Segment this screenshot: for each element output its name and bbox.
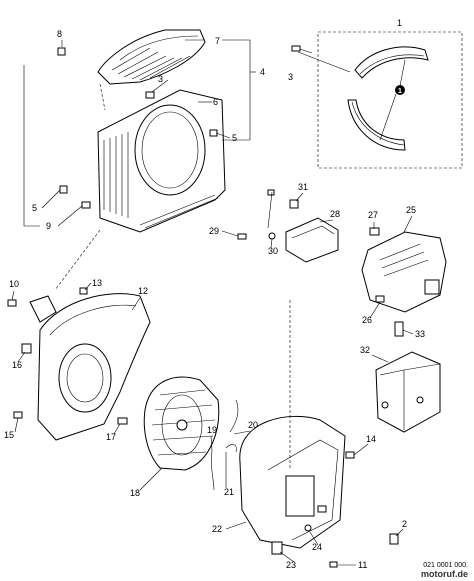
- callout-9: 9: [46, 221, 51, 231]
- leader-lines: [11, 39, 414, 566]
- callout-13: 13: [92, 278, 102, 288]
- top-cover: [57, 29, 206, 111]
- callout-8: 8: [57, 29, 62, 39]
- fan-guard: [7, 287, 151, 441]
- callout-20: 20: [248, 420, 258, 430]
- bracket-9: [23, 65, 40, 227]
- callout-25: 25: [406, 205, 416, 215]
- fan-housing: [54, 89, 226, 291]
- small-cover: [237, 189, 339, 263]
- screw-3-top: [291, 45, 313, 54]
- starter-springs: [211, 399, 239, 491]
- detail-marker-label: 1: [398, 88, 402, 95]
- callout-26: 26: [362, 315, 372, 325]
- detail-marker-circle: [395, 85, 405, 95]
- callout-1: 1: [397, 18, 402, 28]
- fan-wheel: [117, 376, 220, 471]
- callout-10: 10: [9, 279, 19, 289]
- callout-19: 19: [207, 425, 217, 435]
- engine-cover: [361, 227, 447, 313]
- blower-housing: [239, 300, 399, 568]
- callout-3-top: 3: [288, 72, 293, 82]
- callout-11: 11: [358, 560, 367, 570]
- bracket-4: [222, 39, 256, 141]
- callout-30: 30: [268, 246, 278, 256]
- callout-33: 33: [415, 329, 425, 339]
- detail-box: 1: [291, 31, 463, 169]
- callout-14: 14: [366, 434, 376, 444]
- callout-15: 15: [4, 430, 14, 440]
- callout-17: 17: [106, 432, 116, 442]
- callout-3-housing: 3: [158, 74, 163, 84]
- drawing-code: 021 0001 000.: [423, 562, 468, 569]
- callout-12: 12: [138, 286, 148, 296]
- callout-29: 29: [209, 226, 219, 236]
- callout-18: 18: [130, 488, 140, 498]
- callout-28: 28: [330, 209, 340, 219]
- callout-2: 2: [402, 519, 407, 529]
- callout-5-left: 5: [32, 203, 37, 213]
- callout-24: 24: [312, 542, 322, 552]
- callout-5-right: 5: [232, 133, 237, 143]
- brand-watermark: motoruf.de: [421, 569, 468, 579]
- callout-21: 21: [224, 487, 234, 497]
- callout-16: 16: [12, 360, 22, 370]
- callout-7: 7: [215, 36, 220, 46]
- callout-27: 27: [368, 210, 378, 220]
- callout-4: 4: [260, 67, 265, 77]
- callout-22: 22: [212, 524, 222, 534]
- callout-6: 6: [213, 97, 218, 107]
- callout-labels: 1 2 3 3 4 5 5 6 7 8 9 10 11 12 13 14 15 …: [4, 18, 425, 570]
- muffler-cover: [375, 321, 441, 433]
- callout-23: 23: [286, 560, 296, 570]
- callout-31: 31: [298, 182, 308, 192]
- footer-code: 021 0001 000. motoruf.de: [421, 562, 468, 579]
- callout-32: 32: [360, 345, 370, 355]
